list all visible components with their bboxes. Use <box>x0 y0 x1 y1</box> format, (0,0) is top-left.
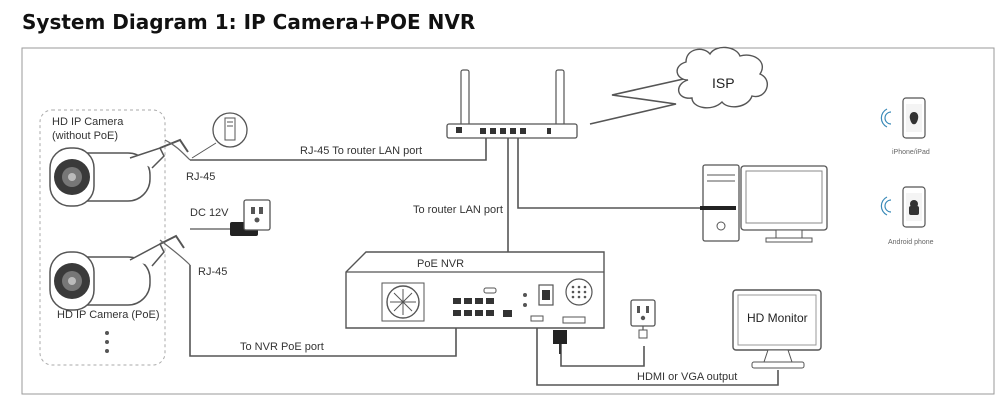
camera-group-label-1: HD IP Camera <box>52 116 124 128</box>
poe-nvr-label: PoE NVR <box>417 258 464 270</box>
iphone-icon <box>880 97 926 139</box>
power-plug-icon <box>553 330 567 354</box>
camera-poe-label: HD IP Camera (PoE) <box>57 309 160 321</box>
rj45-bottom-label: RJ-45 <box>198 266 227 278</box>
cable-nvr-power <box>560 340 645 367</box>
hdmi-vga-label: HDMI or VGA output <box>637 371 737 383</box>
rj45-connector-icon <box>191 112 248 159</box>
camera-group-label-2: (without PoE) <box>52 130 118 142</box>
dc12v-label: DC 12V <box>190 207 229 219</box>
nvr-icon <box>345 251 605 329</box>
rj45-top-label: RJ-45 <box>186 171 215 183</box>
cable-camera-to-nvr-poe <box>189 265 457 357</box>
diagram-frame <box>21 47 995 395</box>
android-phone-icon <box>880 186 926 228</box>
camera-icon <box>49 234 185 311</box>
hd-monitor-label: HD Monitor <box>747 311 808 325</box>
cloud-icon <box>676 46 769 109</box>
cable-camera-to-router <box>190 134 487 161</box>
page-title: System Diagram 1: IP Camera+POE NVR <box>22 10 476 34</box>
camera-group-box <box>39 109 166 366</box>
more-cameras-dots <box>105 331 109 353</box>
camera-cables <box>159 139 191 266</box>
power-outlet-icon <box>630 299 656 339</box>
android-label: Android phone <box>888 239 934 246</box>
rj45-router-lan-label: RJ-45 To router LAN port <box>300 145 422 157</box>
camera-icon <box>49 138 189 207</box>
cable-hdmi-to-monitor <box>536 322 779 386</box>
to-router-lan-label: To router LAN port <box>413 204 503 216</box>
isp-link-line <box>589 77 689 125</box>
monitor-icon <box>732 289 822 369</box>
router-icon <box>446 69 578 139</box>
isp-label: ISP <box>712 75 735 91</box>
cable-router-to-pc <box>517 134 700 209</box>
iphone-label: iPhone/iPad <box>892 149 930 156</box>
power-outlet-icon <box>243 199 271 231</box>
to-nvr-poe-label: To NVR PoE port <box>240 341 324 353</box>
desktop-computer-icon <box>700 164 828 243</box>
